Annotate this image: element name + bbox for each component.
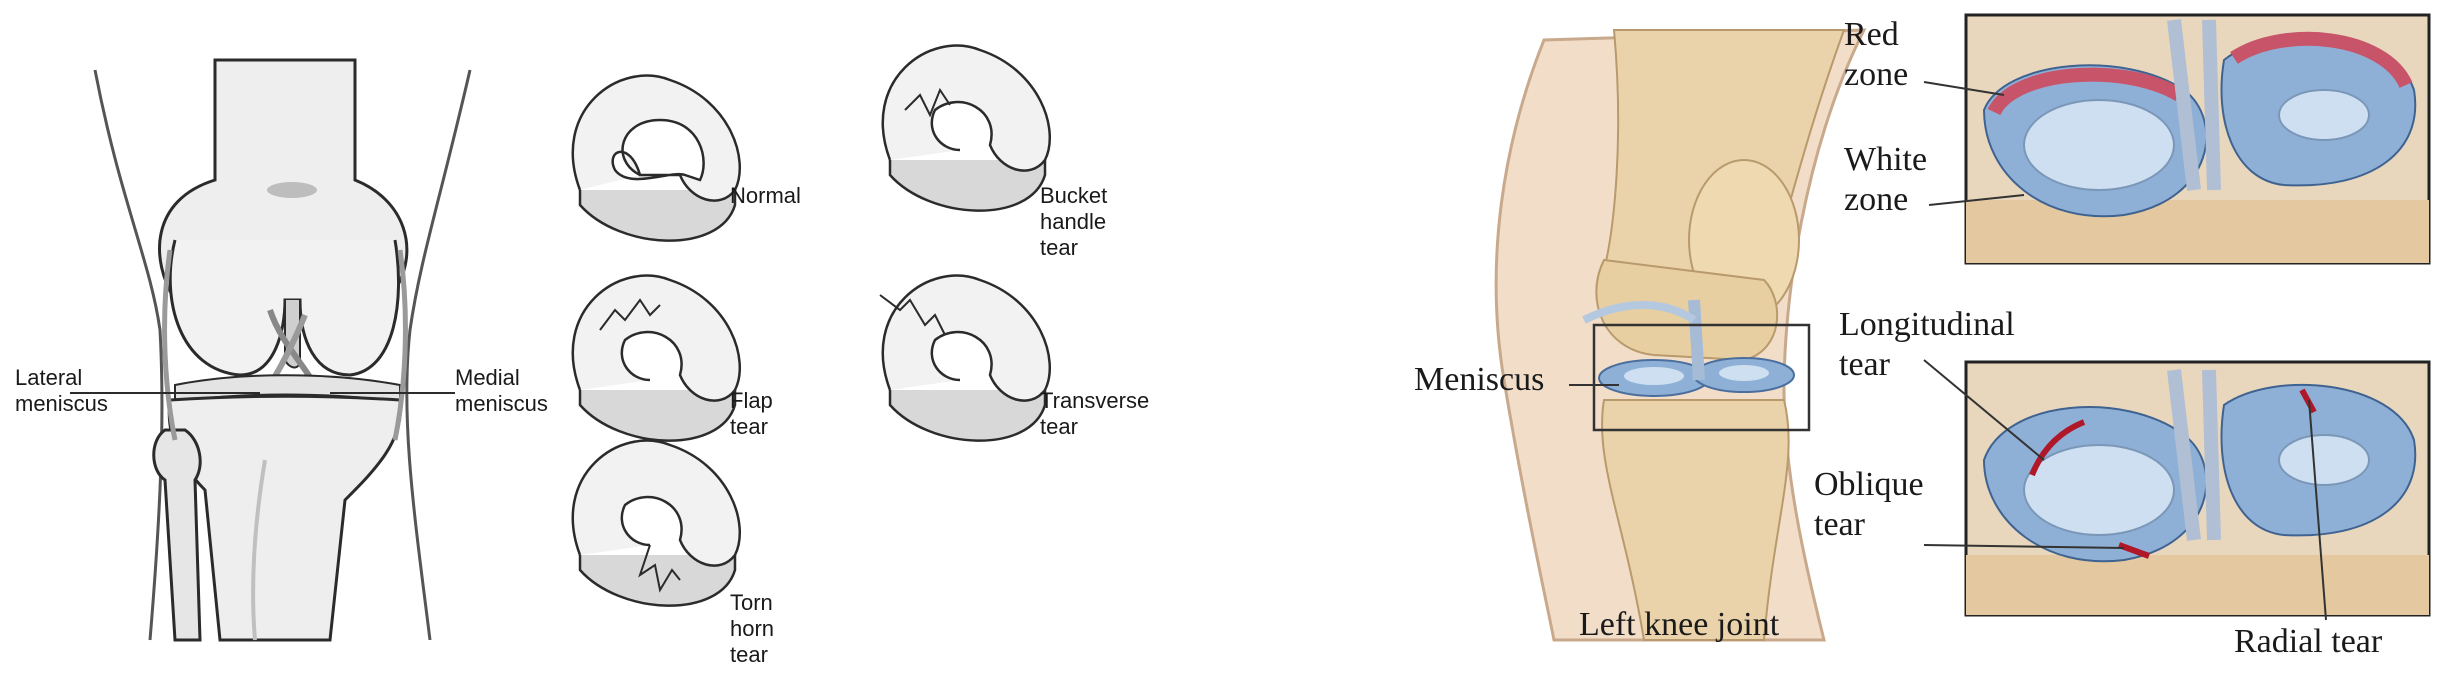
knee-front-illustration xyxy=(70,58,472,642)
knee-anatomy-panel: Lateral meniscus Medial meniscus Normal … xyxy=(15,44,1150,667)
tear-type-transverse-label: Transverse tear xyxy=(1040,388,1150,439)
knee-joint-colored-illustration xyxy=(1494,28,1867,642)
tear-type-torn-horn-label: Torn horn tear xyxy=(730,590,775,667)
meniscus-normal-diagram xyxy=(571,74,741,242)
meniscus-bucket-handle-diagram xyxy=(881,44,1051,212)
left-knee-joint-label: Left knee joint xyxy=(1579,606,1780,643)
white-zone-label: White zone xyxy=(1844,141,1928,218)
tear-type-flap-label: Flap tear xyxy=(730,388,773,439)
tear-type-normal-label: Normal xyxy=(730,183,801,208)
meniscus-transverse-tear-diagram xyxy=(879,274,1051,442)
lateral-meniscus-label: Lateral meniscus xyxy=(15,365,108,416)
red-zone-label: Red zone xyxy=(1844,16,1909,93)
meniscus-flap-tear-diagram xyxy=(571,274,741,442)
meniscus-torn-horn-tear-diagram xyxy=(571,439,741,607)
tear-type-bucket-handle-label: Bucket handle tear xyxy=(1040,183,1108,260)
tear-type-diagrams xyxy=(571,44,1051,607)
longitudinal-tear-label: Longitudinal tear xyxy=(1839,306,2015,383)
knee-zones-panel: Red zone White zone Meniscus Left knee j… xyxy=(1224,0,2448,675)
meniscus-label: Meniscus xyxy=(1414,361,1545,398)
oblique-tear-label: Oblique tear xyxy=(1814,466,1924,543)
medial-meniscus-label: Medial meniscus xyxy=(455,365,548,416)
radial-tear-label: Radial tear xyxy=(2234,623,2383,660)
meniscus-zone-insets xyxy=(1923,13,2431,621)
